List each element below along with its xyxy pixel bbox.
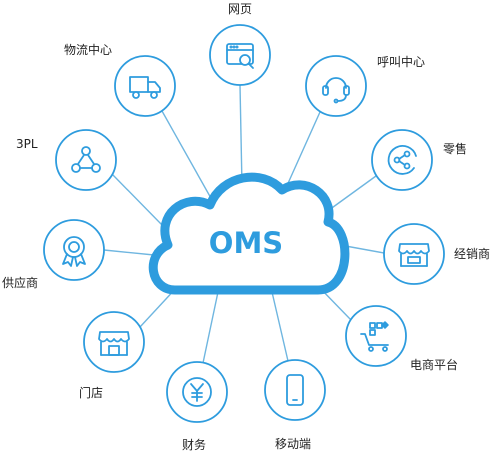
node-label-supplier: 供应商 <box>2 276 39 290</box>
smartphone-icon <box>286 374 304 406</box>
node-web[interactable] <box>209 24 271 86</box>
connector-mobile <box>271 291 289 362</box>
node-supplier[interactable] <box>43 219 105 281</box>
cloud-icon <box>148 172 350 295</box>
connector-supplier <box>103 249 155 256</box>
connector-3pl <box>111 173 164 227</box>
storefront-icon <box>398 243 430 267</box>
browser-search-icon <box>226 43 254 69</box>
shopping-cart-icon <box>360 321 389 352</box>
truck-icon <box>129 76 161 99</box>
share-icon <box>387 145 417 175</box>
node-store[interactable] <box>83 311 145 373</box>
center-label: OMS <box>209 226 283 260</box>
headset-icon <box>322 77 350 104</box>
node-label-web: 网页 <box>228 2 253 16</box>
node-label-mobile: 移动端 <box>275 437 312 451</box>
node-label-3pl: 3PL <box>16 137 38 151</box>
node-label-store: 门店 <box>79 386 104 400</box>
node-call-center[interactable] <box>305 55 367 117</box>
node-mobile[interactable] <box>264 359 326 421</box>
node-label-retail: 零售 <box>443 142 468 156</box>
node-label-logistics: 物流中心 <box>64 43 113 57</box>
node-ecommerce[interactable] <box>345 305 407 367</box>
node-retail[interactable] <box>371 129 433 191</box>
node-label-ecommerce: 电商平台 <box>410 358 459 372</box>
node-distributor[interactable] <box>383 223 445 285</box>
network-icon <box>71 146 101 173</box>
connector-web <box>239 84 243 187</box>
node-finance[interactable] <box>166 361 228 423</box>
award-badge-icon <box>62 236 86 267</box>
node-label-call-center: 呼叫中心 <box>377 55 426 69</box>
node-label-finance: 财务 <box>182 438 207 452</box>
center-cloud: OMS <box>148 172 350 295</box>
yuan-coin-icon <box>182 377 212 407</box>
connector-logistics <box>161 110 213 201</box>
node-3pl[interactable] <box>55 129 117 191</box>
connector-call-center <box>284 111 321 191</box>
node-label-distributor: 经销商 <box>454 247 491 261</box>
node-logistics[interactable] <box>114 55 176 117</box>
connector-finance <box>202 291 219 364</box>
shop-icon <box>98 331 130 356</box>
